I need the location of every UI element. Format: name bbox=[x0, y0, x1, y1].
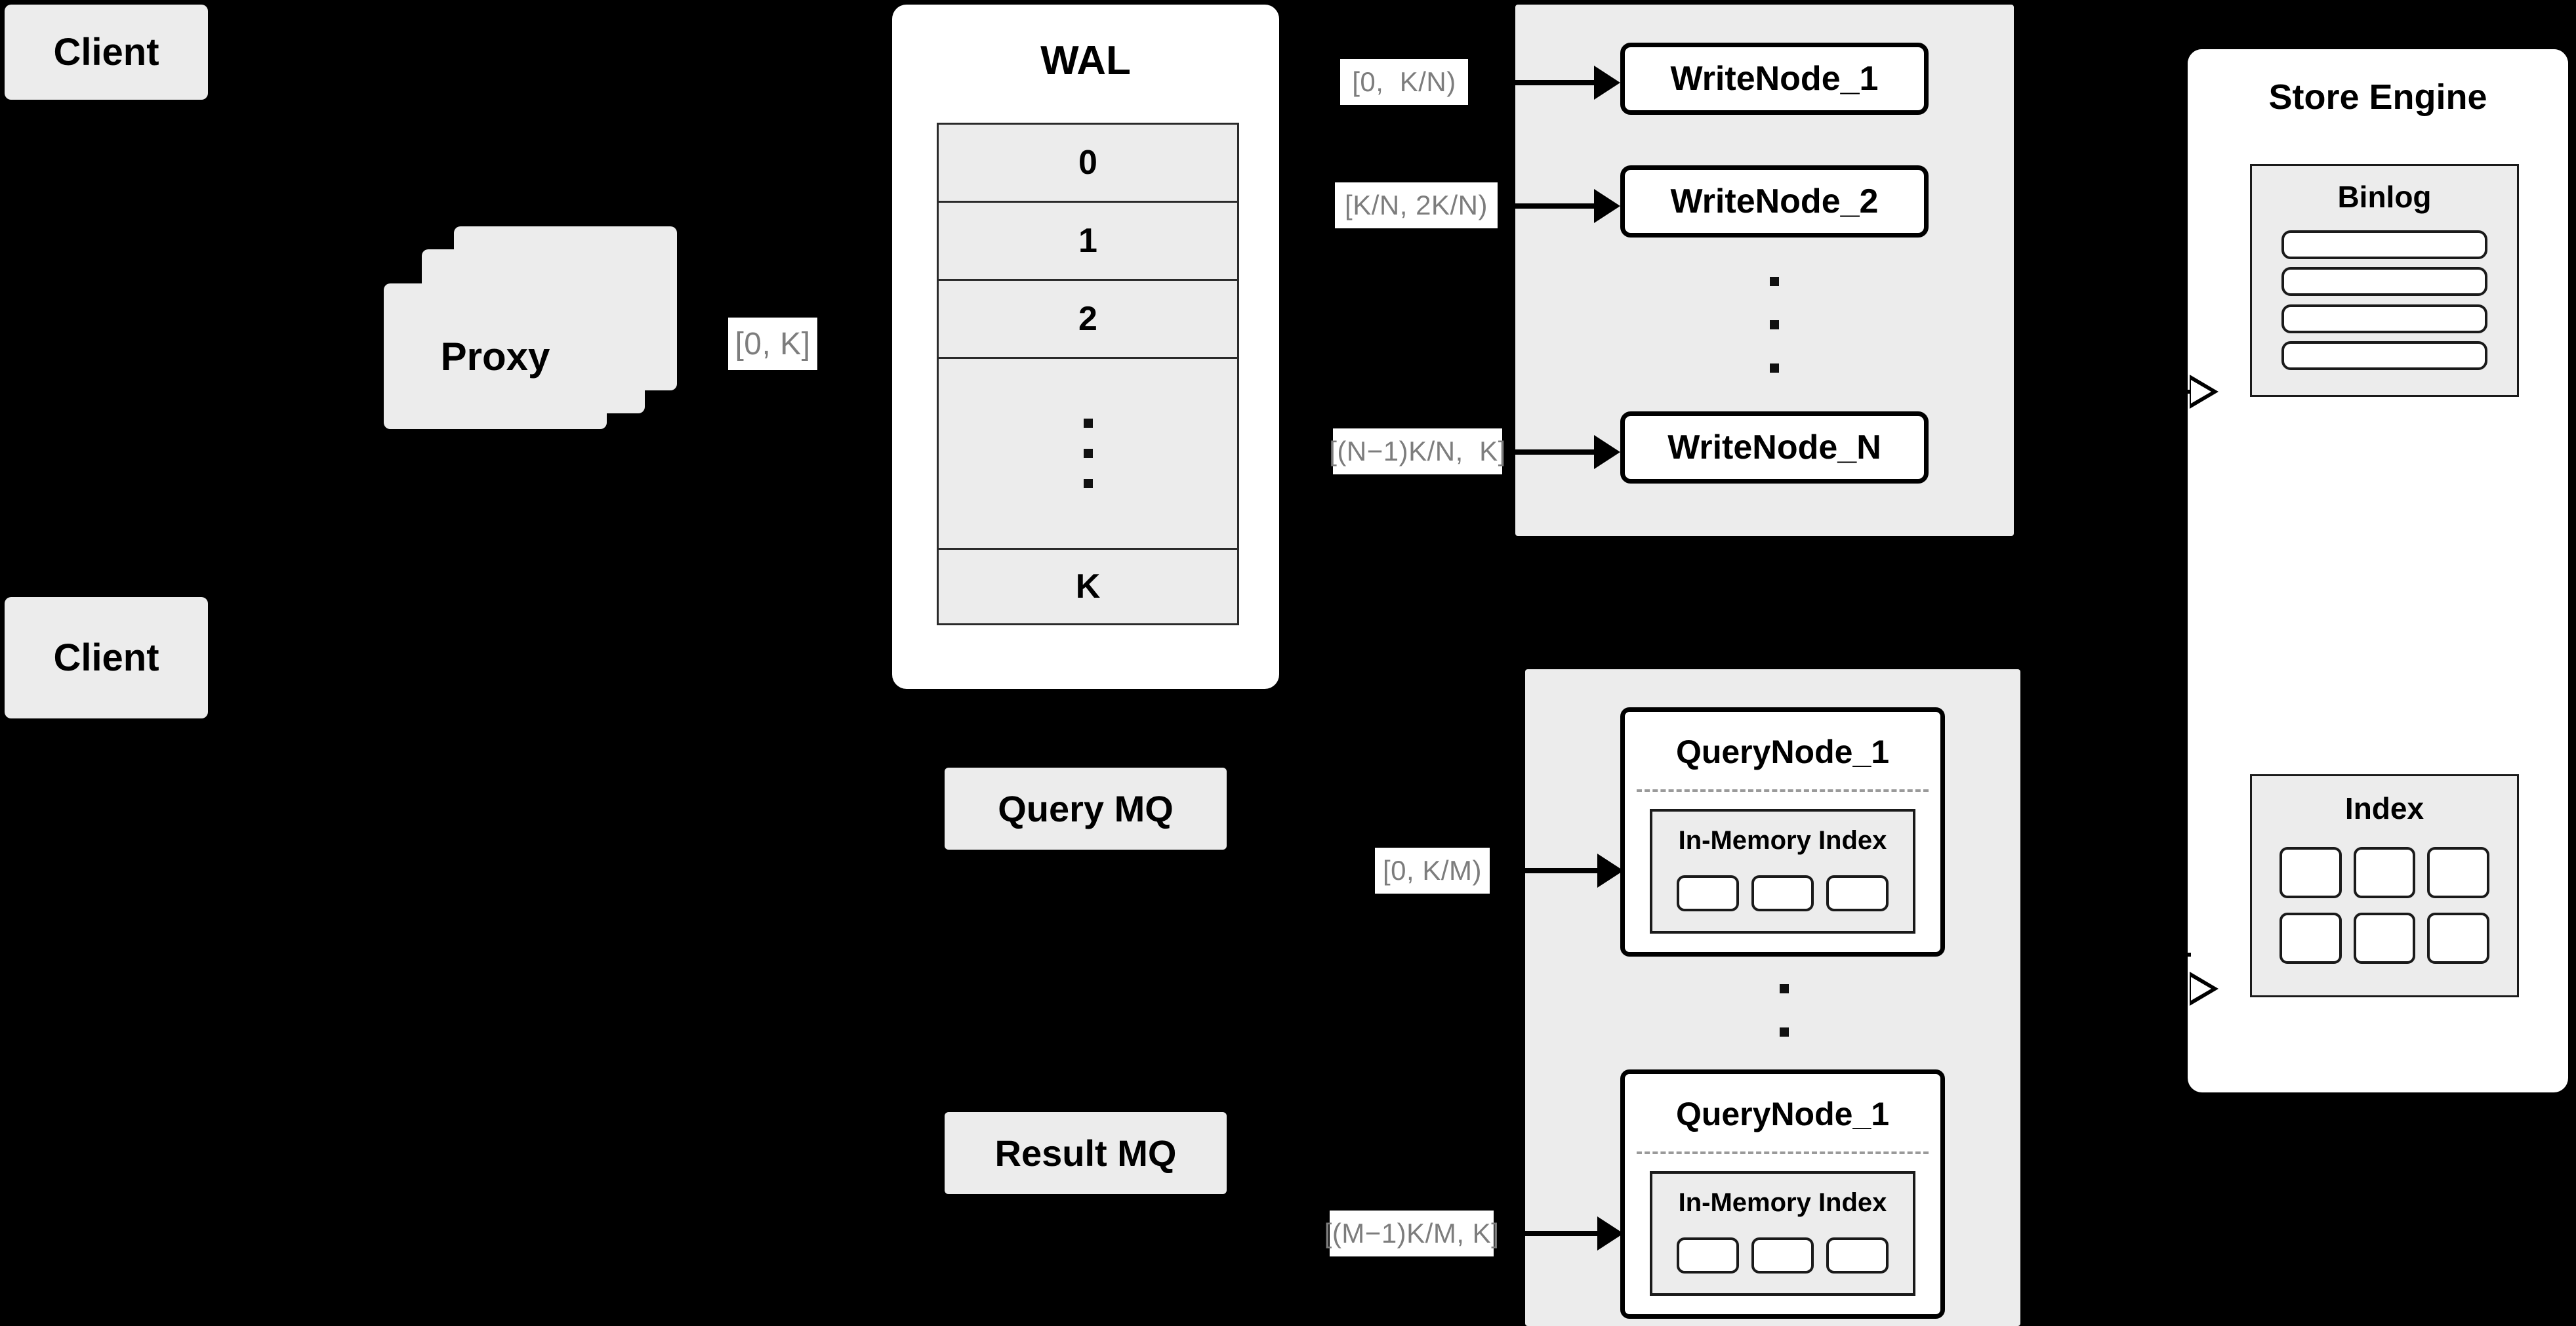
ellipsis-dot bbox=[1083, 419, 1093, 428]
query-node-ellipsis bbox=[1768, 984, 1801, 1080]
write-node-n-label: WriteNode_N bbox=[1667, 428, 1881, 466]
range-tag-write-node-1-text: [0, K/N) bbox=[1352, 66, 1456, 97]
in-memory-index-1-title: In-Memory Index bbox=[1678, 826, 1887, 855]
range-tag-query-node-1: [0, K/M) bbox=[1375, 848, 1490, 894]
query-node-1[interactable]: QueryNode_1 In-Memory Index bbox=[1620, 707, 1945, 957]
index-chip[interactable] bbox=[2353, 913, 2416, 964]
range-tag-proxy-to-wal-text: [0, K] bbox=[735, 326, 811, 362]
store-engine-title: Store Engine bbox=[2268, 77, 2487, 117]
proxy-label: Proxy bbox=[440, 334, 550, 379]
range-tag-query-node-m: [(M−1)K/M, K] bbox=[1324, 1211, 1499, 1256]
ellipsis-dot bbox=[1780, 1027, 1789, 1037]
binlog-bar[interactable] bbox=[2281, 267, 2487, 297]
index-chip[interactable] bbox=[2280, 847, 2342, 898]
range-tag-query-node-1-text: [0, K/M) bbox=[1382, 855, 1482, 886]
range-tag-proxy-to-wal: [0, K] bbox=[728, 318, 817, 370]
binlog-title: Binlog bbox=[2337, 180, 2432, 214]
range-tag-write-node-2: [K/N, 2K/N) bbox=[1335, 182, 1498, 228]
index-chip[interactable] bbox=[2353, 847, 2416, 898]
ellipsis-dot bbox=[1770, 363, 1779, 373]
arrow-head-write-node-n bbox=[1594, 435, 1620, 469]
proxy-box[interactable]: Proxy bbox=[384, 283, 607, 429]
arrow-head-write-node-2 bbox=[1594, 189, 1620, 223]
index-chip[interactable] bbox=[2280, 913, 2342, 964]
arrow-to-write-node-1 bbox=[1515, 80, 1597, 85]
index-chip[interactable] bbox=[2427, 913, 2489, 964]
arrow-head-query-node-1 bbox=[1597, 854, 1624, 888]
query-node-m-label: QueryNode_1 bbox=[1675, 1096, 1890, 1132]
binlog-bars bbox=[2281, 230, 2487, 370]
write-node-1[interactable]: WriteNode_1 bbox=[1620, 43, 1929, 115]
index-chip[interactable] bbox=[1826, 1237, 1889, 1274]
ellipsis-dot bbox=[1780, 984, 1789, 993]
binlog-panel: Binlog bbox=[2250, 164, 2519, 397]
client-label-2: Client bbox=[53, 636, 159, 679]
index-panel: Index bbox=[2250, 774, 2519, 997]
ellipsis-dot bbox=[1770, 320, 1779, 329]
arrow-to-index bbox=[2158, 953, 2191, 957]
range-tag-write-node-2-text: [K/N, 2K/N) bbox=[1345, 190, 1488, 220]
store-engine-panel-full: Store Engine Binlog Index bbox=[2188, 49, 2568, 1092]
binlog-bar[interactable] bbox=[2281, 304, 2487, 333]
ellipsis-dot bbox=[1770, 277, 1779, 286]
arrow-to-query-node-m bbox=[1509, 1231, 1601, 1236]
client-box-1[interactable]: Client bbox=[5, 5, 208, 100]
index-chip-grid bbox=[2280, 847, 2489, 964]
index-chip[interactable] bbox=[2427, 847, 2489, 898]
client-box-2[interactable]: Client bbox=[5, 597, 208, 718]
query-mq-label: Query MQ bbox=[998, 788, 1174, 829]
arrow-to-write-node-2 bbox=[1515, 203, 1597, 209]
query-node-m[interactable]: QueryNode_1 In-Memory Index bbox=[1620, 1069, 1945, 1319]
wal-entry-0[interactable]: 0 bbox=[939, 125, 1237, 203]
wal-table: 0 1 2 K bbox=[937, 123, 1239, 625]
query-node-m-separator bbox=[1637, 1151, 1929, 1154]
index-chip[interactable] bbox=[1751, 1237, 1814, 1274]
index-chip[interactable] bbox=[1826, 875, 1889, 911]
wal-entry-1[interactable]: 1 bbox=[939, 203, 1237, 281]
query-node-1-separator bbox=[1637, 789, 1929, 792]
ellipsis-dot bbox=[1083, 449, 1093, 458]
index-chip[interactable] bbox=[1751, 875, 1814, 911]
write-node-2[interactable]: WriteNode_2 bbox=[1620, 165, 1929, 238]
in-memory-index-m: In-Memory Index bbox=[1650, 1171, 1915, 1296]
write-node-n[interactable]: WriteNode_N bbox=[1620, 411, 1929, 484]
in-memory-index-1-chips bbox=[1671, 874, 1894, 912]
client-label-1: Client bbox=[53, 31, 159, 73]
range-tag-write-node-n-text: [(N−1)K/N, K] bbox=[1329, 436, 1506, 466]
wal-entry-2[interactable]: 2 bbox=[939, 281, 1237, 359]
query-mq-box[interactable]: Query MQ bbox=[945, 768, 1227, 850]
arrow-head-index bbox=[2190, 972, 2218, 1006]
wal-title: WAL bbox=[1040, 38, 1131, 83]
arrow-to-query-node-1 bbox=[1509, 868, 1601, 873]
wal-entry-k[interactable]: K bbox=[1075, 568, 1101, 606]
in-memory-index-1: In-Memory Index bbox=[1650, 809, 1915, 934]
range-tag-write-node-1: [0, K/N) bbox=[1340, 59, 1468, 105]
in-memory-index-m-title: In-Memory Index bbox=[1678, 1188, 1887, 1217]
arrow-to-binlog bbox=[2158, 390, 2191, 394]
result-mq-label: Result MQ bbox=[994, 1132, 1177, 1174]
index-chip[interactable] bbox=[1677, 875, 1740, 911]
write-node-2-label: WriteNode_2 bbox=[1670, 182, 1879, 220]
result-mq-box[interactable]: Result MQ bbox=[945, 1112, 1227, 1194]
write-node-ellipsis bbox=[1758, 277, 1791, 373]
arrow-to-write-node-n bbox=[1515, 449, 1597, 455]
write-node-1-label: WriteNode_1 bbox=[1670, 60, 1879, 98]
index-chip[interactable] bbox=[1677, 1237, 1740, 1274]
ellipsis-dot bbox=[1083, 479, 1093, 488]
binlog-bar[interactable] bbox=[2281, 341, 2487, 370]
index-title: Index bbox=[2344, 791, 2424, 825]
in-memory-index-m-chips bbox=[1671, 1236, 1894, 1274]
arrow-head-query-node-m bbox=[1597, 1216, 1624, 1251]
query-node-cluster: QueryNode_1 In-Memory Index bbox=[1525, 669, 2020, 1326]
query-node-1-label: QueryNode_1 bbox=[1675, 734, 1890, 770]
arrow-head-write-node-1 bbox=[1594, 66, 1620, 100]
range-tag-write-node-n: [(N−1)K/N, K] bbox=[1329, 428, 1505, 474]
wal-panel: WAL 0 1 2 K bbox=[892, 5, 1279, 689]
range-tag-query-node-m-text: [(M−1)K/M, K] bbox=[1324, 1218, 1500, 1249]
arrow-head-binlog bbox=[2190, 375, 2218, 409]
wal-entries-ellipsis bbox=[939, 359, 1237, 550]
binlog-bar[interactable] bbox=[2281, 230, 2487, 259]
